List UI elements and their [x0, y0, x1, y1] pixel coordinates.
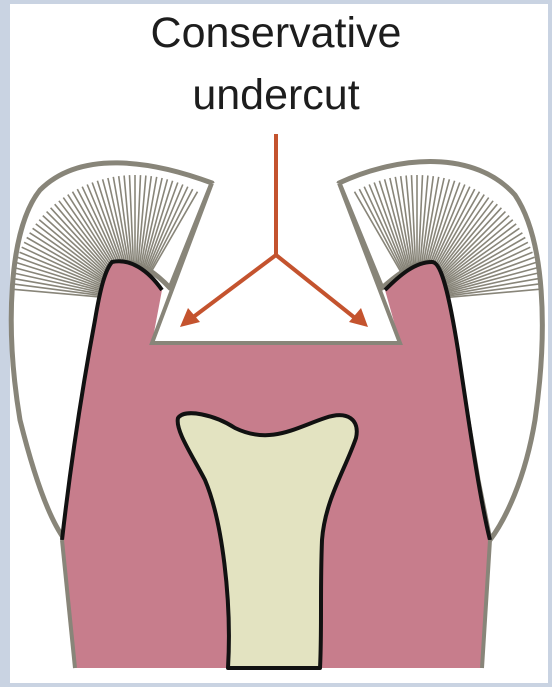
tooth-diagram: [0, 0, 552, 687]
